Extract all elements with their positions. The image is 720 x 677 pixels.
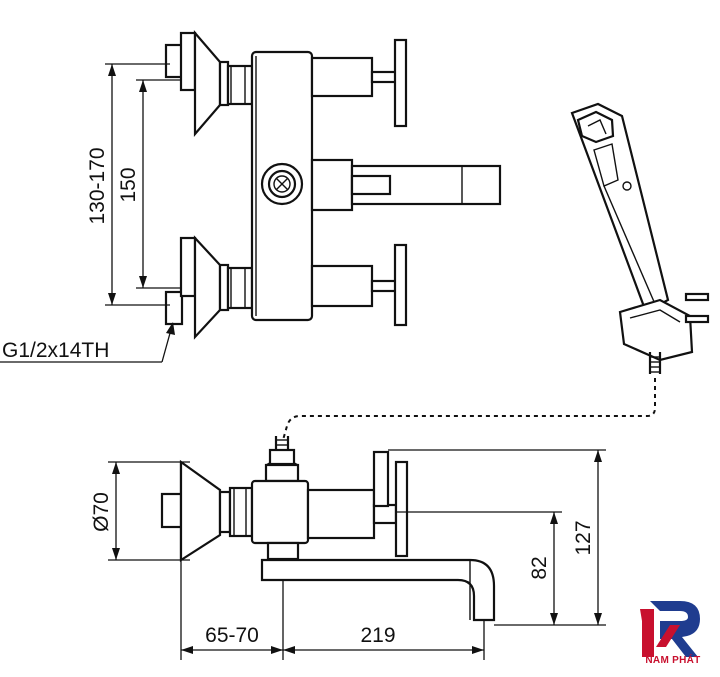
thread-text: G1/2x14TH [2,339,109,362]
dim-text-219: 219 [360,624,395,647]
nam-phat-logo [640,601,700,657]
brand-name: NAM PHÁT [645,655,701,666]
hose-dashed-line [282,378,656,441]
dim-65-70: 65-70 [180,560,284,660]
dim-text-diameter-70: Ø70 [90,492,113,532]
dim-text-65-70: 65-70 [205,624,259,647]
dim-127: 127 [388,449,606,626]
thread-callout: G1/2x14TH [0,322,175,363]
dim-text-127: 127 [572,520,595,555]
dim-82: 82 [396,511,562,626]
dim-diameter-70: Ø70 [90,461,190,561]
dim-text-130-170: 130-170 [86,147,109,224]
top-view [164,30,502,340]
dim-219: 219 [283,620,485,660]
dim-text-150: 150 [117,167,140,202]
dim-130-170: 130-170 [86,63,170,306]
front-view [160,436,496,622]
dim-text-82: 82 [528,556,551,579]
hand-shower [570,102,710,374]
dim-150: 150 [117,79,182,289]
